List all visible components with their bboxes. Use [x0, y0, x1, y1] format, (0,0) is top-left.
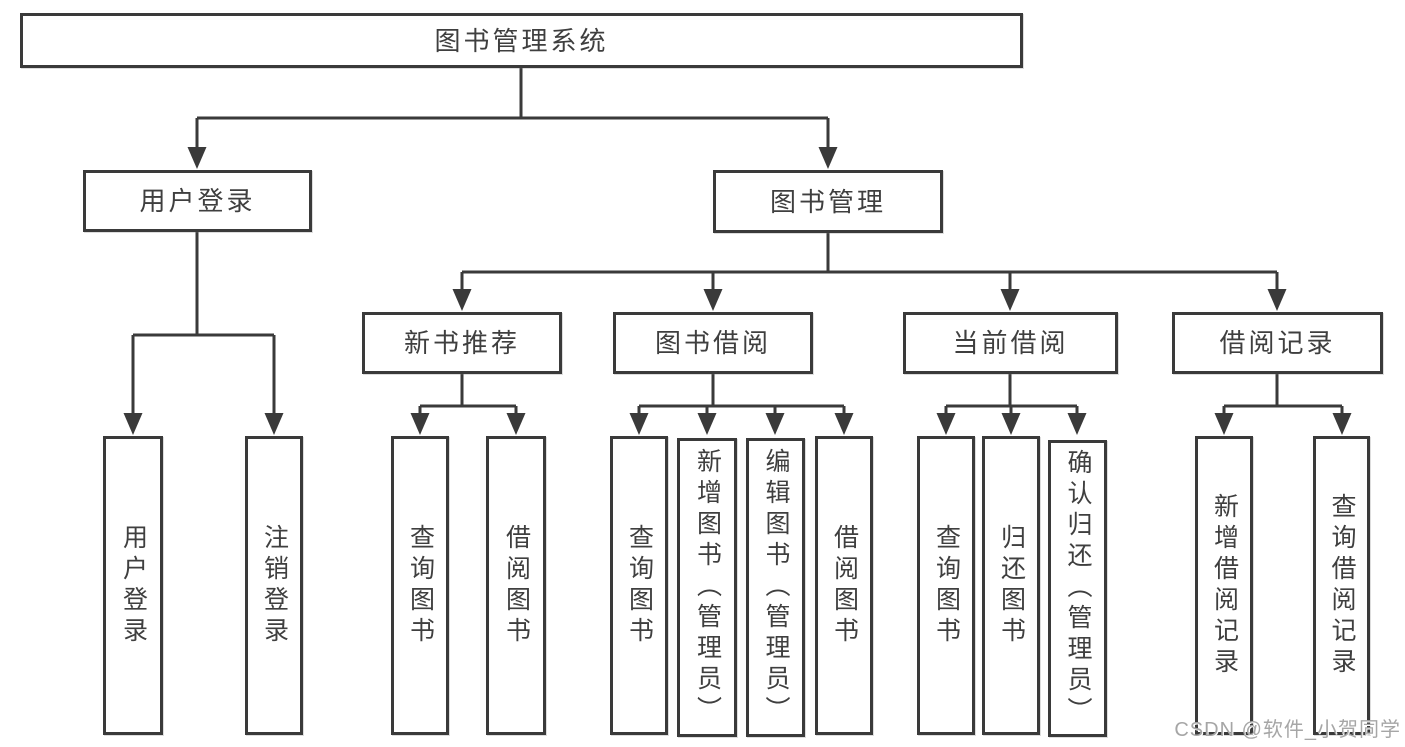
- arrow-down-icon: [410, 413, 430, 435]
- node-label: 编辑图书（管理员）: [762, 448, 790, 727]
- node-label: 查询图书: [625, 523, 654, 648]
- arrow-down-icon: [187, 147, 207, 169]
- arrow-down-icon: [936, 413, 956, 435]
- leaf-confirm-return-admin: 确认归还（管理员）: [1048, 440, 1107, 737]
- node-new-book-recommendation: 新书推荐: [362, 312, 562, 374]
- node-label: 用户登录: [139, 186, 256, 216]
- arrow-down-icon: [506, 413, 526, 435]
- connector-userlogin-to-leaves: [131, 232, 276, 413]
- node-label: 用户登录: [119, 523, 148, 648]
- connector-current-to-leaves: [944, 374, 1079, 413]
- leaf-user-login: 用户登录: [103, 436, 163, 735]
- node-book-borrowing: 图书借阅: [613, 312, 813, 374]
- node-label: 注销登录: [260, 523, 289, 648]
- arrow-down-icon: [1000, 289, 1020, 311]
- connector-root-to-level2: [195, 68, 830, 147]
- connector-borrowing-to-leaves: [637, 374, 846, 413]
- leaf-query-books-recommend: 查询图书: [391, 436, 449, 735]
- node-library-management-system: 图书管理系统: [20, 13, 1023, 68]
- arrow-down-icon: [1067, 413, 1087, 435]
- node-borrowing-records: 借阅记录: [1172, 312, 1383, 374]
- arrow-down-icon: [264, 413, 284, 435]
- leaf-add-borrow-record: 新增借阅记录: [1195, 436, 1253, 735]
- leaf-logout: 注销登录: [245, 436, 303, 735]
- node-label: 借阅记录: [1219, 328, 1336, 358]
- node-label: 借阅图书: [502, 523, 531, 648]
- node-label: 归还图书: [997, 523, 1026, 648]
- connector-recommend-to-leaves: [418, 374, 518, 413]
- leaf-edit-books-admin: 编辑图书（管理员）: [746, 438, 805, 737]
- leaf-query-books-current: 查询图书: [917, 436, 975, 735]
- arrow-down-icon: [703, 289, 723, 311]
- leaf-return-books: 归还图书: [982, 436, 1040, 735]
- leaf-add-books-admin: 新增图书（管理员）: [677, 438, 737, 737]
- arrow-down-icon: [123, 413, 143, 435]
- leaf-query-borrow-record: 查询借阅记录: [1313, 436, 1370, 735]
- node-current-borrowing: 当前借阅: [903, 312, 1118, 374]
- arrow-down-icon: [452, 289, 472, 311]
- arrow-down-icon: [765, 413, 785, 435]
- leaf-borrow-books-recommend: 借阅图书: [486, 436, 546, 735]
- node-label: 图书管理: [769, 186, 886, 217]
- node-label: 新书推荐: [403, 328, 520, 358]
- watermark-text: CSDN @软件_小贺同学: [1174, 719, 1401, 741]
- arrow-down-icon: [697, 413, 717, 435]
- node-label: 确认归还（管理员）: [1064, 449, 1092, 728]
- node-label: 新增图书（管理员）: [693, 448, 722, 727]
- node-user-login: 用户登录: [83, 170, 312, 232]
- arrow-down-icon: [629, 413, 649, 435]
- node-label: 图书借阅: [654, 328, 771, 358]
- node-label: 新增借阅记录: [1210, 492, 1239, 679]
- connector-records-to-leaves: [1222, 374, 1344, 413]
- arrow-down-icon: [1001, 413, 1021, 435]
- node-book-management: 图书管理: [713, 170, 943, 233]
- arrow-down-icon: [1214, 413, 1234, 435]
- node-label: 图书管理系统: [434, 25, 609, 56]
- connector-bookmgmt-to-level3: [460, 233, 1279, 289]
- node-label: 借阅图书: [830, 523, 859, 648]
- arrow-down-icon: [1267, 289, 1287, 311]
- node-label: 当前借阅: [952, 328, 1069, 358]
- arrow-down-icon: [1332, 413, 1352, 435]
- arrow-down-icon: [834, 413, 854, 435]
- node-label: 查询借阅记录: [1328, 492, 1356, 679]
- leaf-query-books-borrowing: 查询图书: [610, 436, 668, 735]
- node-label: 查询图书: [932, 523, 961, 648]
- arrow-down-icon: [818, 147, 838, 169]
- leaf-borrow-books-borrowing: 借阅图书: [815, 436, 873, 735]
- node-label: 查询图书: [406, 523, 435, 648]
- arrowheads: [123, 147, 1352, 435]
